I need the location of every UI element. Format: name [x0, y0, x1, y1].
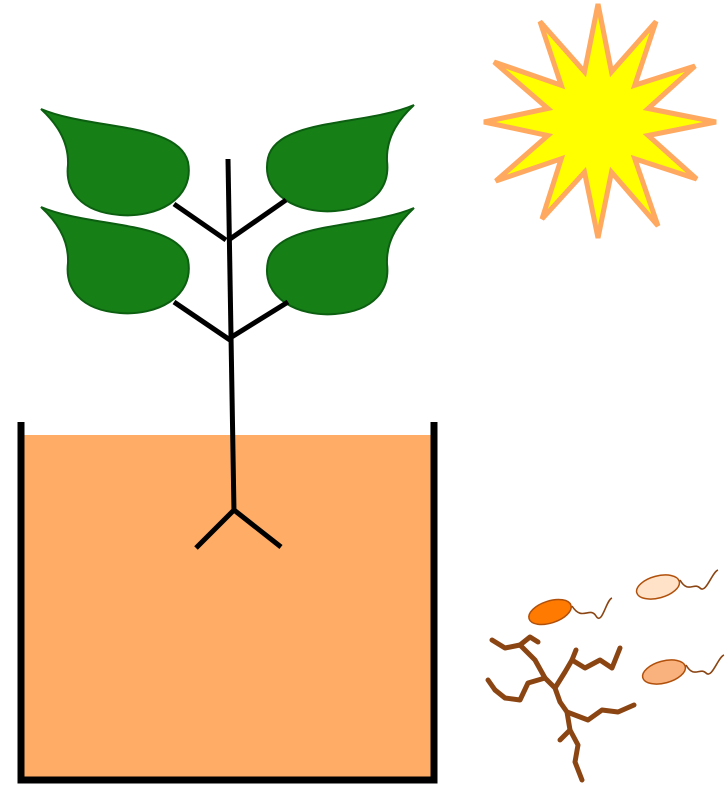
bacterium-icon: [640, 656, 688, 689]
leaf-upper-right: [267, 105, 414, 211]
bacterium-icon: [634, 571, 682, 604]
bacterium-icon: [526, 595, 575, 630]
pot-icon: [21, 422, 434, 780]
sun-icon: [484, 4, 716, 238]
soil: [21, 435, 434, 780]
leaf-lower-right: [267, 208, 414, 314]
leaf-lower-left: [41, 207, 189, 313]
bacterium-mid: [640, 655, 724, 688]
flagellum: [680, 570, 718, 589]
bacterium-light: [634, 570, 718, 603]
flagellum: [686, 655, 724, 674]
leaf-upper-left: [41, 109, 189, 215]
flagellum: [572, 598, 612, 618]
root-fragment-icon: [488, 637, 634, 780]
bacterium-dark: [526, 595, 612, 630]
